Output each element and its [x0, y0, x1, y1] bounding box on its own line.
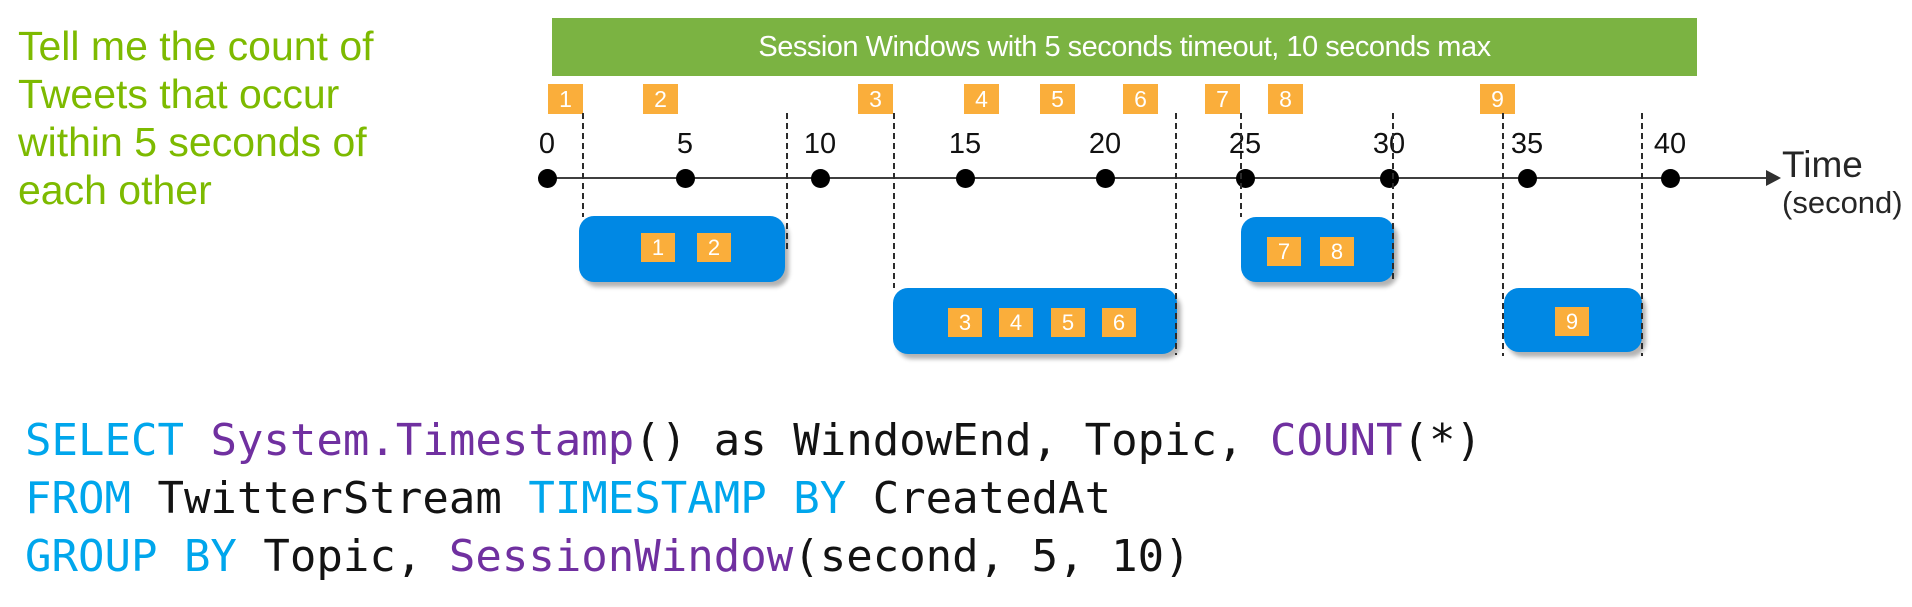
event-marker: 9 [1480, 84, 1515, 114]
timeline-tick-label: 35 [1510, 128, 1544, 160]
timeline-tick-dot [1379, 168, 1399, 188]
windowed-event-marker: 4 [999, 308, 1033, 337]
code-token: () as WindowEnd, Topic, [634, 415, 1271, 466]
timeline-tick-dot [1095, 168, 1115, 188]
timeline-tick-dot [1517, 168, 1537, 188]
timeline-tick-label: 10 [803, 128, 837, 160]
code-line: FROM TwitterStream TIMESTAMP BY CreatedA… [25, 470, 1482, 528]
event-marker: 5 [1040, 84, 1075, 114]
code-token: SessionWindow [448, 531, 794, 582]
time-axis-label: Time [1782, 144, 1863, 185]
event-marker: 2 [643, 84, 678, 114]
session-window [1241, 217, 1394, 282]
prompt-text: Tell me the count of Tweets that occur w… [18, 22, 374, 214]
event-marker: 3 [858, 84, 893, 114]
window-boundary-dashed-line [786, 113, 788, 252]
code-token: CreatedAt [872, 473, 1112, 524]
event-marker: 4 [964, 84, 999, 114]
code-token: Topic, [263, 531, 449, 582]
window-boundary-dashed-line [1392, 113, 1394, 283]
time-axis-line [538, 177, 1766, 179]
code-token: TIMESTAMP BY [528, 473, 873, 524]
window-boundary-dashed-line [582, 113, 584, 217]
code-line: SELECT System.Timestamp() as WindowEnd, … [25, 412, 1482, 470]
time-axis-caption: Time (second) [1782, 145, 1903, 221]
window-boundary-dashed-line [1240, 113, 1242, 217]
windowed-event-marker: 3 [948, 308, 982, 337]
event-marker: 1 [548, 84, 583, 114]
window-boundary-dashed-line [1502, 113, 1504, 356]
session-window-banner: Session Windows with 5 seconds timeout, … [552, 18, 1697, 76]
code-token: COUNT [1270, 415, 1403, 466]
window-boundary-dashed-line [1175, 113, 1177, 355]
timeline-tick-label: 0 [538, 128, 556, 160]
event-marker: 6 [1123, 84, 1158, 114]
session-window [579, 216, 785, 282]
timeline-tick-dot [675, 168, 695, 188]
timeline-tick-dot [1660, 168, 1680, 188]
code-token: GROUP BY [25, 531, 264, 582]
timeline-tick-label: 30 [1372, 128, 1406, 160]
timeline-tick-label: 25 [1228, 128, 1262, 160]
timeline-tick-label: 20 [1088, 128, 1122, 160]
prompt-line: Tell me the count of [18, 23, 374, 69]
windowed-event-marker: 6 [1102, 308, 1136, 337]
code-token: System.Timestamp [210, 415, 635, 466]
code-token: FROM [25, 473, 158, 524]
windowed-event-marker: 8 [1320, 237, 1354, 266]
window-boundary-dashed-line [1641, 113, 1643, 356]
windowed-event-marker: 1 [641, 233, 675, 262]
timeline-tick-label: 15 [948, 128, 982, 160]
windowed-event-marker: 9 [1555, 307, 1589, 336]
code-token: TwitterStream [157, 473, 529, 524]
timeline-tick-label: 5 [676, 128, 694, 160]
query-code-block: SELECT System.Timestamp() as WindowEnd, … [25, 412, 1482, 586]
prompt-line: each other [18, 167, 212, 213]
time-axis-arrowhead-icon [1766, 170, 1781, 186]
timeline-tick-dot [810, 168, 830, 188]
time-axis-unit-label: (second) [1782, 185, 1903, 220]
timeline-tick-dot [537, 168, 557, 188]
code-line: GROUP BY Topic, SessionWindow(second, 5,… [25, 528, 1482, 586]
code-token: (second, 5, 10) [793, 531, 1191, 582]
code-token: SELECT [25, 415, 211, 466]
timeline-tick-dot [1235, 168, 1255, 188]
windowed-event-marker: 5 [1051, 308, 1085, 337]
prompt-line: Tweets that occur [18, 71, 340, 117]
window-boundary-dashed-line [893, 113, 895, 288]
prompt-line: within 5 seconds of [18, 119, 367, 165]
timeline-tick-label: 40 [1653, 128, 1687, 160]
windowed-event-marker: 2 [697, 233, 731, 262]
event-marker: 8 [1268, 84, 1303, 114]
event-marker: 7 [1205, 84, 1240, 114]
code-token: (*) [1402, 415, 1482, 466]
timeline-tick-dot [955, 168, 975, 188]
windowed-event-marker: 7 [1267, 237, 1301, 266]
